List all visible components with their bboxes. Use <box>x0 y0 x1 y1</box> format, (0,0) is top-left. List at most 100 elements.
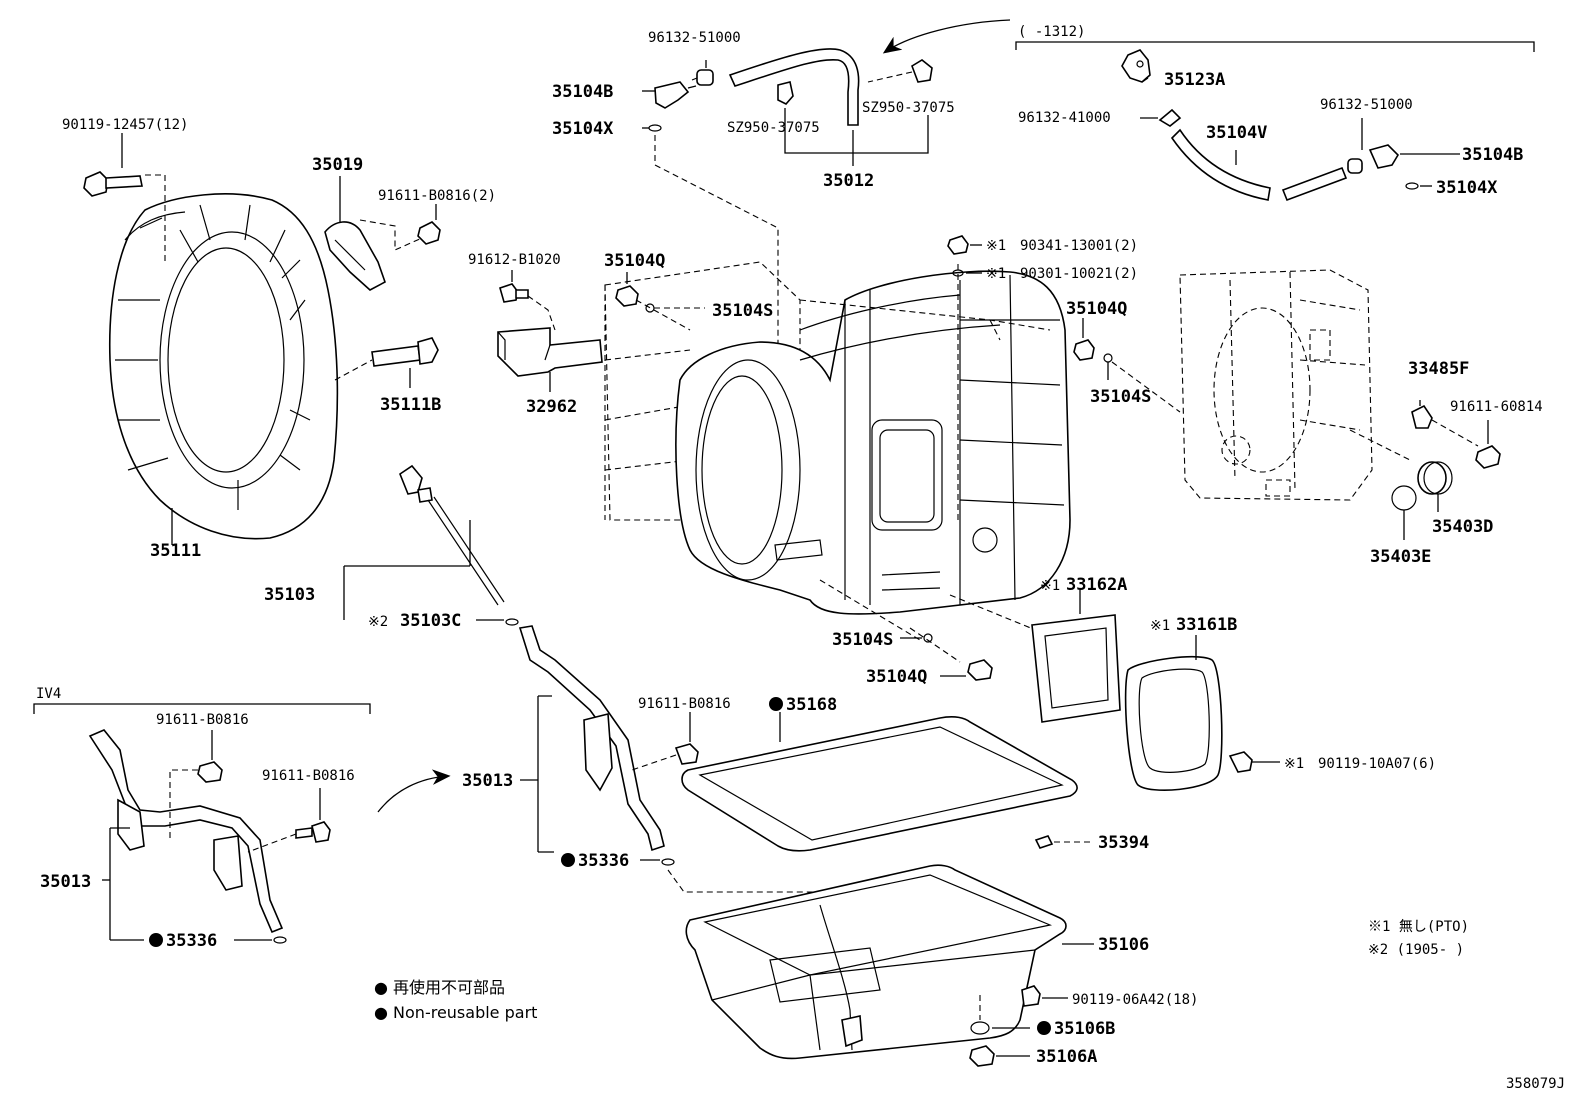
converter-housing <box>108 193 339 540</box>
bolt-91612-b1020 <box>499 283 529 303</box>
label-35013-left: 35013 <box>40 872 91 892</box>
label-sz950-left: SZ950-37075 <box>727 120 820 136</box>
label-35104x-a: 35104X <box>552 119 614 139</box>
label-35336-left: 35336 <box>166 931 217 951</box>
nonreusable-dot-35336-left <box>149 933 163 947</box>
oring-35103c <box>505 618 519 626</box>
bolt-91611-b0816-pair <box>417 221 441 245</box>
label-91611-b0816-2: 91611-B0816(2) <box>378 188 496 204</box>
plug-35104q-upper <box>615 285 639 307</box>
label-96132-51000-a: 96132-51000 <box>648 30 741 46</box>
legend-nonreusable-en: ● Non-reusable part <box>374 1003 537 1022</box>
magnet-35394 <box>1034 835 1054 849</box>
label-note1-a: ※1 <box>986 238 1006 254</box>
label-33161b: 33161B <box>1176 615 1237 635</box>
label-note1-e: ※1 <box>1284 756 1304 772</box>
bolt-90119-10a07 <box>1228 751 1253 773</box>
oil-pan-gasket-35168 <box>681 715 1078 852</box>
oil-pan-35106 <box>685 864 1067 1060</box>
gasket-35104s-lower <box>923 633 933 643</box>
clip-33485f <box>1411 404 1433 429</box>
bolt-91611-60814 <box>1475 445 1501 469</box>
transmission-case <box>604 261 1071 615</box>
breather-hose-variant <box>1121 49 1419 202</box>
label-91611-b0816-mid: 91611-B0816 <box>638 696 731 712</box>
filler-tube-35013-iv4 <box>88 729 284 934</box>
bolt-91611-b0816-mid <box>674 743 699 765</box>
range-top-label: ( -1312) <box>1018 24 1085 40</box>
label-35103c: 35103C <box>400 611 461 631</box>
label-33162a: 33162A <box>1066 575 1127 595</box>
label-35012: 35012 <box>823 171 874 191</box>
label-35104q-c: 35104Q <box>866 667 927 687</box>
drain-bolt-90119-06a42 <box>1021 985 1041 1007</box>
flow-arrow-iv4 <box>377 769 451 813</box>
label-35106: 35106 <box>1098 935 1149 955</box>
legend-nonreusable-jp: ● 再使用不可部品 <box>374 978 505 997</box>
label-note1-c: ※1 <box>1040 578 1060 594</box>
label-35104v: 35104V <box>1206 123 1267 143</box>
label-91611-b0816-iv4b: 91611-B0816 <box>262 768 355 784</box>
label-35403e: 35403E <box>1370 547 1431 567</box>
bracket-32962 <box>497 327 603 377</box>
label-35106a: 35106A <box>1036 1047 1097 1067</box>
label-91611-b0816-iv4a: 91611-B0816 <box>156 712 249 728</box>
bracket-35019 <box>324 221 386 291</box>
label-note2: ※2 <box>368 614 388 630</box>
label-35111b: 35111B <box>380 395 441 415</box>
label-35104b-b: 35104B <box>1462 145 1523 165</box>
label-sz950-right: SZ950-37075 <box>862 100 955 116</box>
label-90341-13001: 90341-13001(2) <box>1020 238 1138 254</box>
diagram-id: 358079J <box>1506 1076 1565 1092</box>
label-35394: 35394 <box>1098 833 1149 853</box>
plug-90341-13001 <box>947 235 969 255</box>
range-bracket-iv4 <box>33 703 371 714</box>
label-35103: 35103 <box>264 585 315 605</box>
label-90119-06a42: 90119-06A42(18) <box>1072 992 1198 1008</box>
plug-35104q-lower <box>967 659 993 681</box>
label-note1-d: ※1 <box>1150 618 1170 634</box>
oring-35403e <box>1391 485 1417 511</box>
label-35336-mid: 35336 <box>578 851 629 871</box>
range-iv4-label: IV4 <box>36 686 61 702</box>
label-35111: 35111 <box>150 541 201 561</box>
label-91611-60814: 91611-60814 <box>1450 399 1543 415</box>
breather-hose <box>648 48 933 132</box>
label-91612-b1020: 91612-B1020 <box>468 252 561 268</box>
label-35104q-a: 35104Q <box>604 251 665 271</box>
bolt-90119-12457 <box>83 171 143 197</box>
nonreusable-dot-35168 <box>769 697 783 711</box>
nonreusable-dot-35106b <box>1037 1021 1051 1035</box>
label-35123a: 35123A <box>1164 70 1225 90</box>
note-1-text: ※1 無し(PTO) <box>1368 919 1469 935</box>
dipstick-35103 <box>399 464 505 606</box>
gasket-90301-10021 <box>952 269 964 277</box>
label-35104s-c: 35104S <box>832 630 893 650</box>
label-96132-51000-b: 96132-51000 <box>1320 97 1413 113</box>
drain-plug-35106a <box>969 1045 995 1067</box>
label-90301-10021: 90301-10021(2) <box>1020 266 1138 282</box>
filler-tube-35013-mid <box>518 625 665 852</box>
bolt-35111b <box>371 337 439 367</box>
gasket-35104s-upper <box>645 303 655 313</box>
bolt-91611-b0816-iv4a <box>197 761 223 783</box>
label-35019: 35019 <box>312 155 363 175</box>
label-35403d: 35403D <box>1432 517 1493 537</box>
plug-35104q-right <box>1073 339 1095 361</box>
label-35104s-b: 35104S <box>1090 387 1151 407</box>
label-35168: 35168 <box>786 695 837 715</box>
gasket-35106b <box>970 1021 990 1035</box>
label-35106b: 35106B <box>1054 1019 1115 1039</box>
label-32962: 32962 <box>526 397 577 417</box>
label-33485f: 33485F <box>1408 359 1469 379</box>
note-2-text: ※2 (1905- ) <box>1368 942 1464 958</box>
label-96132-41000: 96132-41000 <box>1018 110 1111 126</box>
label-35013-mid: 35013 <box>462 771 513 791</box>
label-35104x-b: 35104X <box>1436 178 1498 198</box>
label-note1-b: ※1 <box>986 266 1006 282</box>
label-35104b-a: 35104B <box>552 82 613 102</box>
oring-35336-mid <box>661 858 675 866</box>
label-35104s-a: 35104S <box>712 301 773 321</box>
oring-35336-iv4 <box>273 936 287 944</box>
